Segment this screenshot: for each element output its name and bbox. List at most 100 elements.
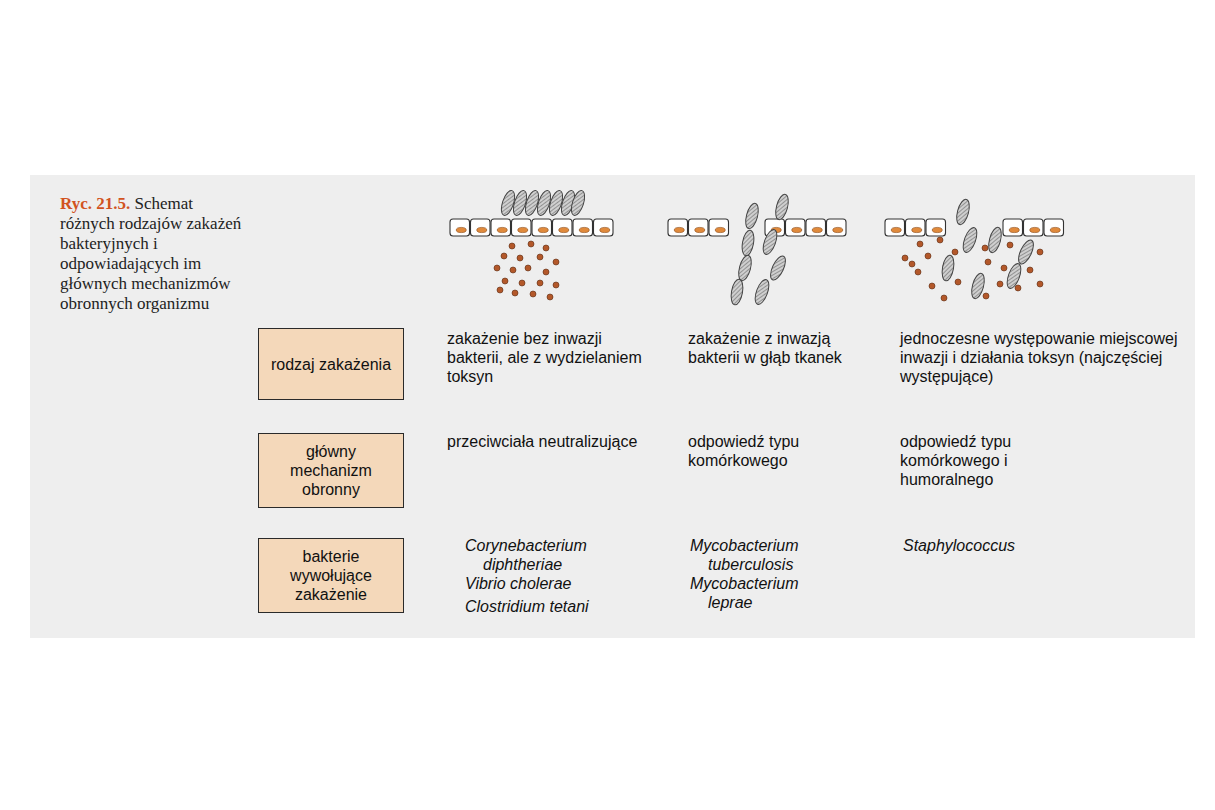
epithelial-cell bbox=[827, 219, 847, 236]
toxin-dot bbox=[519, 280, 525, 286]
bacterium bbox=[740, 229, 755, 257]
cell-nucleus bbox=[912, 227, 922, 232]
bacterium bbox=[736, 254, 753, 282]
cell-nucleus bbox=[812, 227, 822, 232]
epithelial-cell bbox=[709, 219, 729, 236]
cell-nucleus bbox=[456, 227, 466, 232]
figure-panel bbox=[30, 175, 1195, 638]
epithelial-cell bbox=[471, 219, 491, 236]
bacterium bbox=[940, 254, 955, 282]
toxin-dot bbox=[543, 269, 549, 275]
cell-nucleus bbox=[600, 227, 610, 232]
table-cell: zakażenie bez inwazji bakterii, ale z wy… bbox=[447, 329, 647, 386]
toxin-dot bbox=[1037, 249, 1043, 255]
toxin-dot bbox=[497, 287, 503, 293]
bacterium bbox=[1016, 238, 1037, 266]
bacterium bbox=[954, 198, 971, 226]
toxin-dot bbox=[982, 245, 988, 251]
toxin-dot bbox=[501, 253, 507, 259]
toxin-dot bbox=[553, 259, 559, 265]
table-cell: jednoczesne występowanie miejscowej inwa… bbox=[900, 329, 1185, 386]
toxin-dot bbox=[537, 254, 543, 260]
species-name: Staphylococcus bbox=[903, 536, 1053, 555]
row-header-box: bakterie wywołujące zakażenie bbox=[258, 538, 404, 613]
epithelial-cell bbox=[668, 219, 688, 236]
toxin-dot bbox=[517, 255, 523, 261]
cell-nucleus bbox=[674, 227, 684, 232]
toxin-dot bbox=[547, 294, 553, 300]
bacteria bbox=[499, 189, 1037, 306]
toxin-dot bbox=[937, 237, 943, 243]
cell-nucleus bbox=[695, 227, 705, 232]
toxin-dot bbox=[955, 279, 961, 285]
epithelial-cell bbox=[450, 219, 470, 236]
epithelial-cell bbox=[806, 219, 826, 236]
epithelial-cell bbox=[1044, 219, 1064, 236]
toxin-dot bbox=[902, 255, 908, 261]
toxin-dot bbox=[1015, 285, 1021, 291]
species-name: Corynebacterium diphtheriae bbox=[465, 536, 615, 574]
figure-number: Ryc. 21.5. bbox=[60, 194, 130, 213]
toxin-dot bbox=[494, 265, 500, 271]
toxin-dot bbox=[983, 293, 989, 299]
epithelial-cell bbox=[1024, 219, 1044, 236]
toxin-dot bbox=[502, 278, 508, 284]
toxin-dot bbox=[525, 265, 531, 271]
cell-nucleus bbox=[497, 227, 507, 232]
bacterium bbox=[969, 272, 986, 300]
species-name: Clostridium tetani bbox=[465, 597, 615, 616]
toxin-dot bbox=[528, 241, 534, 247]
toxin-dot bbox=[537, 280, 543, 286]
toxin-dot bbox=[952, 249, 958, 255]
cell-nucleus bbox=[891, 227, 901, 232]
cell-nucleus bbox=[1030, 227, 1040, 232]
toxin-dot bbox=[915, 269, 921, 275]
epithelial-cell bbox=[689, 219, 709, 236]
cell-nucleus bbox=[579, 227, 589, 232]
table-cell: odpowiedź typu komórkowego i humoralnego bbox=[900, 432, 1100, 489]
toxin-dot bbox=[1001, 265, 1007, 271]
epithelial-cell bbox=[573, 219, 593, 236]
cell-nucleus bbox=[1009, 227, 1019, 232]
toxin-dot bbox=[553, 282, 559, 288]
epithelial-cell bbox=[594, 219, 614, 236]
epithelial-cell bbox=[885, 219, 905, 236]
cell-nucleus bbox=[1050, 227, 1060, 232]
toxin-dot bbox=[941, 295, 947, 301]
bacterium bbox=[752, 278, 771, 306]
table-cell: zakażenie z inwazją bakterii w głąb tkan… bbox=[688, 329, 868, 367]
row-header-box: rodzaj zakażenia bbox=[258, 328, 404, 400]
species-name: Mycobacterium leprae bbox=[690, 574, 840, 612]
toxin-dot bbox=[530, 291, 536, 297]
row-header-text: bakterie wywołujące zakażenie bbox=[259, 541, 403, 610]
bacterium bbox=[1004, 262, 1023, 290]
toxin-dot bbox=[1007, 242, 1013, 248]
bacterium bbox=[569, 189, 587, 217]
row-header-text: rodzaj zakażenia bbox=[263, 349, 399, 380]
toxin-dot bbox=[909, 261, 915, 267]
toxin-dot bbox=[997, 281, 1003, 287]
bacterium bbox=[986, 226, 1003, 254]
row-header-box: główny mechanizm obronny bbox=[258, 433, 404, 508]
toxin-dot bbox=[1037, 281, 1043, 287]
cell-nucleus bbox=[559, 227, 569, 232]
toxin-dot bbox=[985, 259, 991, 265]
table-cell: odpowiedź typu komórkowego bbox=[688, 432, 868, 470]
epithelial-cell bbox=[906, 219, 926, 236]
cell-nucleus bbox=[518, 227, 528, 232]
toxin-dot bbox=[510, 267, 516, 273]
toxin-dot bbox=[925, 253, 931, 259]
toxin-dot bbox=[543, 245, 549, 251]
species-name: Mycobacterium tuberculosis bbox=[690, 536, 840, 574]
cell-nucleus bbox=[792, 227, 802, 232]
toxin-dot bbox=[512, 290, 518, 296]
cell-nucleus bbox=[932, 227, 942, 232]
cell-nucleus bbox=[715, 227, 725, 232]
row-header-text: główny mechanizm obronny bbox=[259, 436, 403, 505]
epithelial-cell bbox=[532, 219, 552, 236]
toxin-dot bbox=[917, 241, 923, 247]
epithelial-cell bbox=[491, 219, 511, 236]
toxin-dot bbox=[929, 283, 935, 289]
